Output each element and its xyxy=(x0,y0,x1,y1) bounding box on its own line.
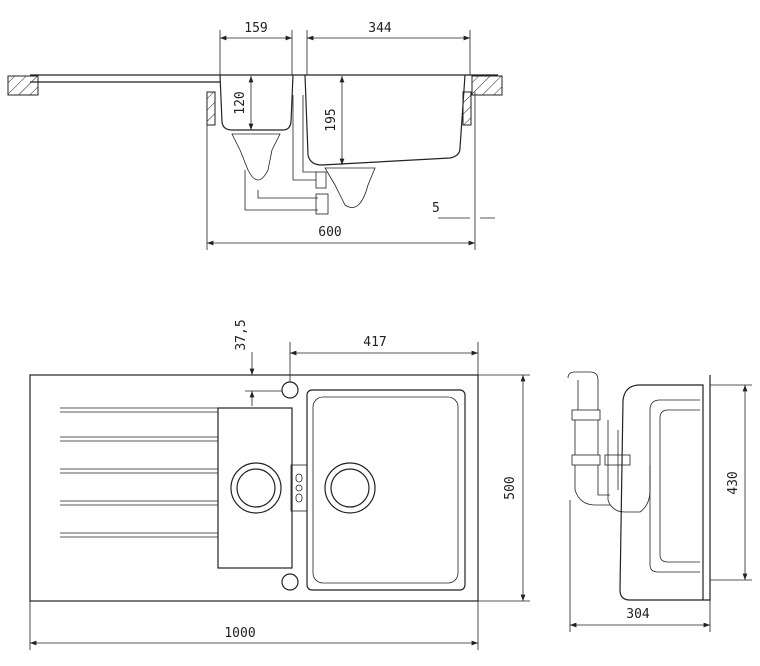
sink-side-profile xyxy=(619,375,711,601)
pipe-coupling xyxy=(604,454,631,466)
cabinet-left-hatch xyxy=(206,91,216,126)
overflow-pipe xyxy=(292,95,316,181)
extension-lines xyxy=(29,342,530,650)
overflow-hole xyxy=(295,484,303,492)
sink-rim xyxy=(30,74,498,83)
waste-pipes xyxy=(567,371,610,506)
dim-large-bowl-outer: 417 xyxy=(363,335,386,350)
small-bowl-section xyxy=(219,74,294,131)
overflow-slot xyxy=(295,473,303,483)
dim-large-bowl-depth: 195 xyxy=(324,108,339,131)
dim-small-bowl-depth: 120 xyxy=(233,91,248,114)
small-bowl xyxy=(217,407,293,569)
dim-overall-length: 1000 xyxy=(224,626,255,641)
overflow-coupling xyxy=(315,171,327,189)
dim-small-bowl-width: 159 xyxy=(244,21,267,36)
small-drain-inner xyxy=(236,468,276,508)
small-drain-outer xyxy=(230,462,282,514)
dim-overall-depth: 500 xyxy=(503,476,518,499)
dim-cabinet-width: 600 xyxy=(318,225,341,240)
tap-hole-icon xyxy=(281,573,299,591)
dim-tap-hole-offset: 37,5 xyxy=(234,319,249,350)
large-bowl-section xyxy=(304,74,466,166)
pipe-coupling xyxy=(571,454,601,466)
extension-lines xyxy=(206,30,476,250)
tap-hole-icon xyxy=(281,381,299,399)
dim-depth: 304 xyxy=(626,607,650,622)
large-bowl-inner xyxy=(312,396,459,584)
countertop-right-hatch xyxy=(471,75,503,96)
cabinet-right-hatch xyxy=(462,91,472,126)
drainer-grooves xyxy=(60,407,218,538)
plan-view: 37,5 417 500 1000 xyxy=(29,319,530,650)
countertop-left-hatch xyxy=(7,75,39,96)
sink-outline xyxy=(29,374,479,602)
large-drain-inner xyxy=(330,468,370,508)
bowl-side-profiles xyxy=(649,399,700,573)
extension-lines xyxy=(569,384,752,632)
overflow-slot xyxy=(295,493,303,503)
drain-pipe xyxy=(244,170,318,211)
dim-height: 430 xyxy=(726,471,741,494)
large-drain-outer xyxy=(324,462,376,514)
pipe-coupling xyxy=(315,193,329,215)
dim-large-bowl-width: 344 xyxy=(368,21,392,36)
large-drain-trap xyxy=(324,167,376,208)
section-view: 159 344 120 195 5 600 xyxy=(7,21,503,250)
drain-traps xyxy=(607,420,651,513)
side-view: 430 304 xyxy=(567,371,752,632)
dim-rim-offset: 5 xyxy=(432,201,440,216)
overflow xyxy=(290,464,308,512)
small-drain-trap xyxy=(231,133,281,181)
pipe-coupling xyxy=(571,409,601,421)
